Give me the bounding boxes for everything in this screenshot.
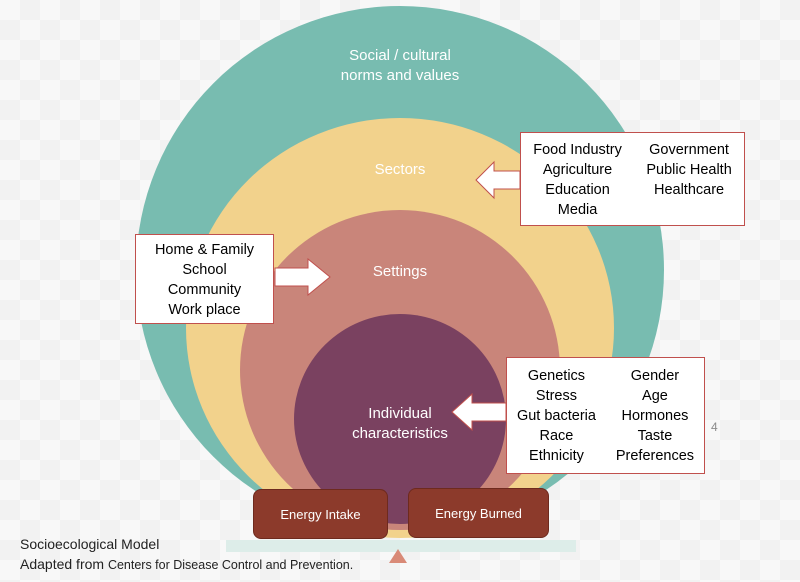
energy-burned-block: Energy Burned [408,488,549,538]
individual-item: Taste [637,428,673,444]
individual-box: Genetics Stress Gut bacteria Race Ethnic… [506,357,705,474]
caption-source: Adapted from Centers for Disease Control… [20,554,353,575]
individual-item: Stress [535,388,577,404]
sectors-item: Agriculture [542,162,613,178]
energy-intake-block: Energy Intake [253,489,388,539]
settings-item: School [182,262,227,278]
individual-item: Ethnicity [529,448,584,464]
individual-item: Preferences [615,448,695,464]
individual-right-column: Gender Age Hormones Taste Preferences [616,366,694,473]
caption-title: Socioecological Model [20,536,160,552]
label-sectors: Sectors [374,161,426,178]
sectors-box: Food Industry Agriculture Education Medi… [520,132,745,226]
sectors-item: Food Industry [533,142,622,158]
individual-left-column: Genetics Stress Gut bacteria Race Ethnic… [517,366,596,473]
individual-item: Race [539,428,574,444]
caption-source-org: Centers for Disease Control and Preventi… [107,558,354,572]
sectors-item: Healthcare [653,182,725,198]
individual-item: Gut bacteria [516,408,596,424]
sectors-item: Media [557,202,598,218]
page-number: 4 [711,420,718,434]
individual-item: Genetics [527,368,586,384]
caption: Socioecological Model Adapted from Cente… [20,534,353,575]
sectors-left-column: Food Industry Agriculture Education Medi… [533,140,622,225]
sectors-item: Public Health [646,162,732,178]
fulcrum-triangle-icon [389,549,407,563]
sectors-right-column: Government Public Health Healthcare [646,140,731,225]
settings-item: Community [167,282,242,298]
settings-item: Home & Family [154,242,255,258]
individual-item: Hormones [621,408,689,424]
label-settings: Settings [372,263,428,280]
caption-source-prefix: Adapted from [20,556,108,572]
balance-beam [226,540,576,552]
sectors-item: Education [545,182,610,198]
settings-box: Home & Family School Community Work plac… [135,234,274,324]
arrow-left-icon [451,392,507,432]
arrow-right-icon [274,258,331,296]
arrow-left-icon [475,160,521,200]
individual-item: Gender [630,368,680,384]
settings-item: Work place [168,302,241,318]
sectors-item: Government [649,142,729,158]
individual-item: Age [642,388,668,404]
